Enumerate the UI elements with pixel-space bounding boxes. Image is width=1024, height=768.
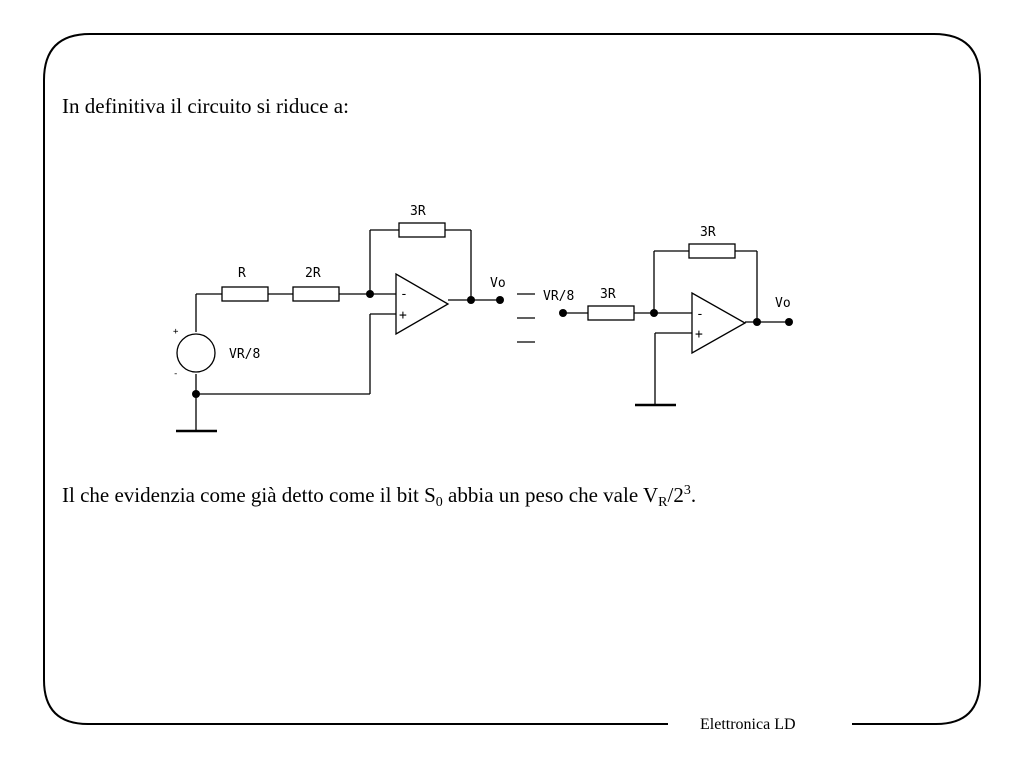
label-source-minus: -: [173, 369, 178, 379]
intro-text: In definitiva il circuito si riduce a:: [62, 94, 349, 118]
node-left-input: [366, 290, 374, 298]
feedback-resistor-right: [688, 243, 736, 259]
opamp-right-minus: -: [696, 307, 704, 322]
opamp-left-minus: -: [400, 287, 408, 302]
label-right-input: VR/8: [543, 289, 574, 304]
footer-label: Elettronica LD: [700, 716, 796, 733]
conclusion-text: Il che evidenzia come già detto come il …: [62, 483, 696, 511]
label-output-right: Vo: [775, 296, 791, 311]
s-subscript: 0: [435, 495, 443, 510]
slide-border: [43, 33, 981, 725]
exponent: 3: [683, 483, 691, 498]
node-right-input: [650, 309, 658, 317]
label-3r-input: 3R: [600, 287, 616, 302]
opamp-left-plus: +: [399, 308, 407, 323]
conclusion-end: .: [690, 483, 697, 507]
v-subscript: R: [658, 495, 668, 510]
terminal-right-output: [785, 318, 793, 326]
label-source: VR/8: [229, 347, 260, 362]
opamp-right-plus: +: [695, 327, 703, 342]
label-feedback-right: 3R: [700, 225, 716, 240]
resistor-3r-input: [587, 305, 635, 321]
node-left-output: [467, 296, 475, 304]
label-output-left: Vo: [490, 276, 506, 291]
label-2r: 2R: [305, 266, 321, 281]
label-source-plus: +: [173, 327, 179, 337]
resistor-r: [221, 286, 269, 302]
label-r: R: [238, 266, 246, 281]
voltage-source: [176, 333, 216, 373]
feedback-resistor-left: [398, 222, 446, 238]
label-feedback-left: 3R: [410, 204, 426, 219]
opamp-left: [395, 272, 450, 336]
node-left-ground: [192, 390, 200, 398]
resistor-2r: [292, 286, 340, 302]
conclusion-part-2: abbia un peso che vale V: [442, 483, 659, 507]
terminal-left-output: [496, 296, 504, 304]
conclusion-part-1: Il che evidenzia come già detto come il …: [62, 483, 436, 507]
node-right-output: [753, 318, 761, 326]
terminal-right-input: [559, 309, 567, 317]
opamp-right: [691, 291, 747, 355]
conclusion-part-3: /2: [667, 483, 684, 507]
